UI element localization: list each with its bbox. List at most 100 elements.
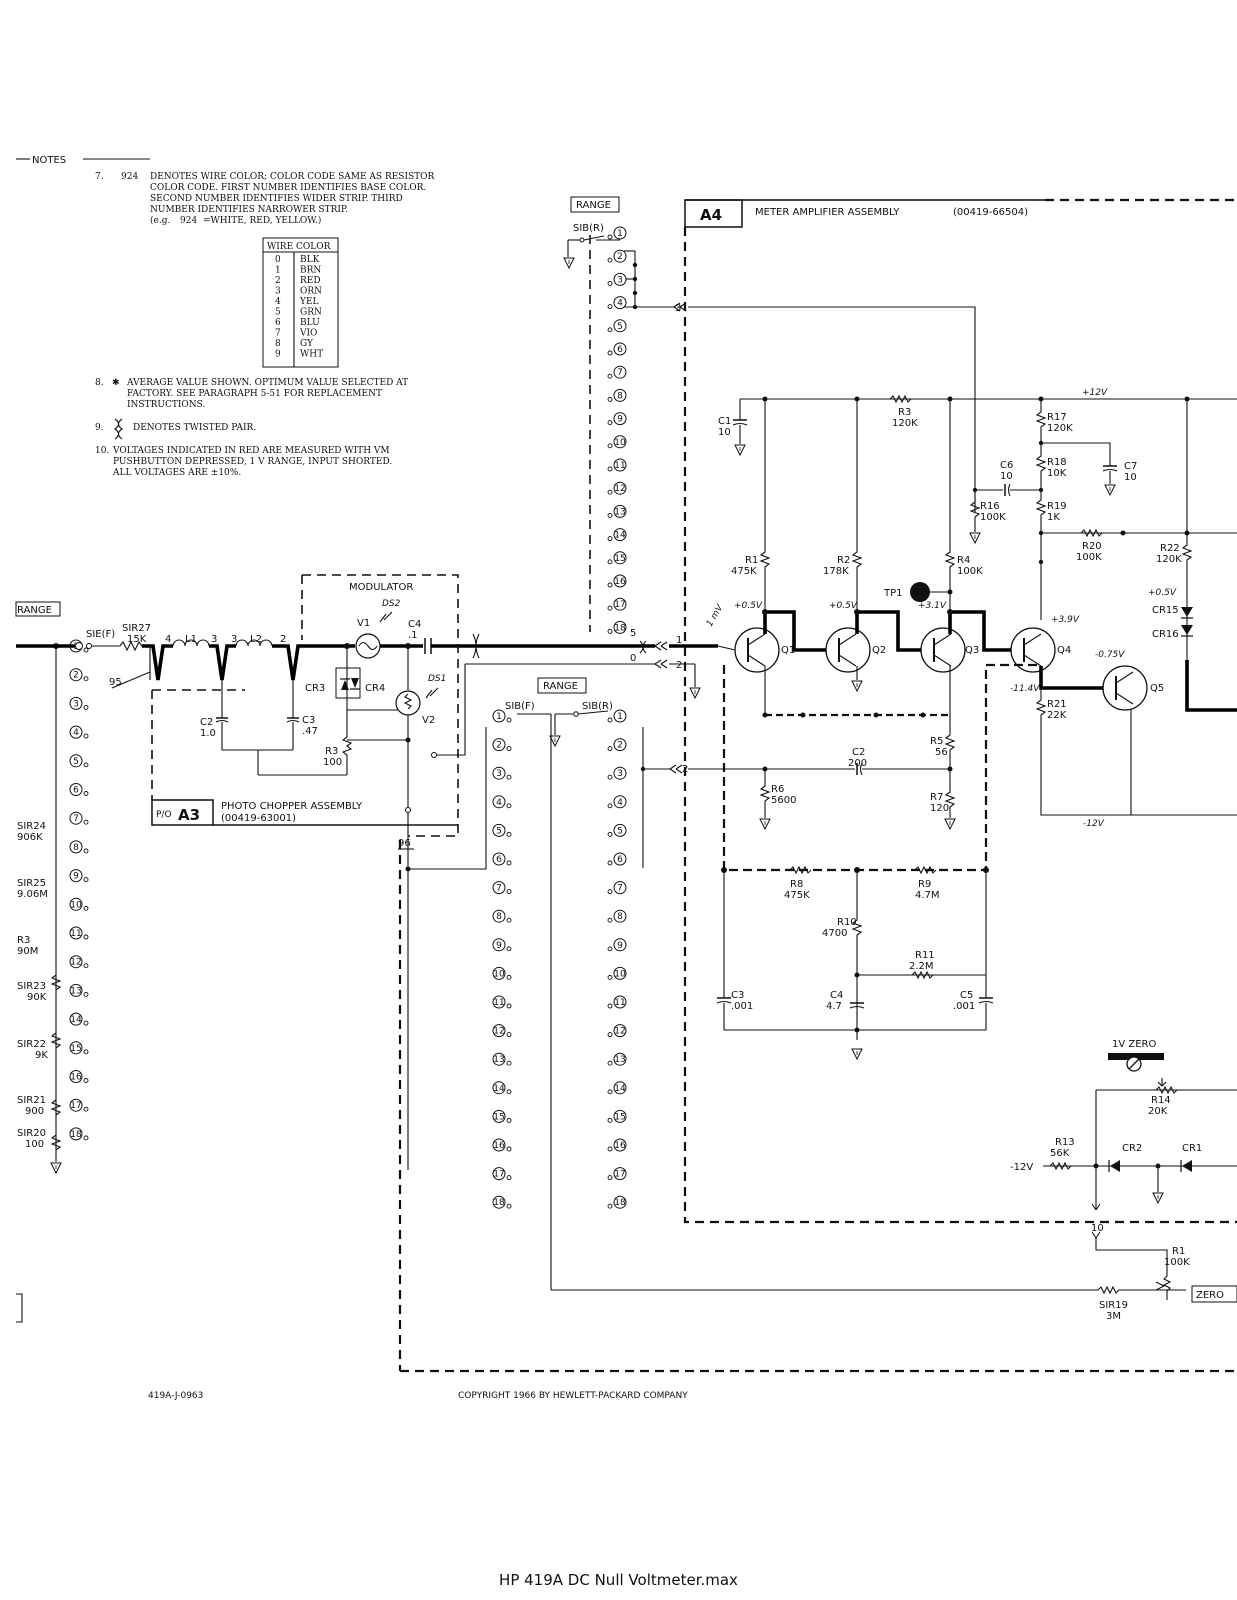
switch-pin: [69, 696, 83, 710]
switch-pin-number: 10: [614, 438, 626, 448]
switch-contact: [83, 791, 89, 796]
wire-color-name: BRN: [300, 266, 321, 276]
wire-color-name: BLK: [300, 255, 320, 265]
switch-contact: [607, 1089, 613, 1095]
svg-text:=WHITE, RED, YELLOW.): =WHITE, RED, YELLOW.): [203, 215, 321, 226]
switch-pin: [492, 738, 506, 752]
switch-contact: [607, 466, 613, 472]
wire-color-name: ORN: [300, 287, 322, 297]
wire-color-name: GRN: [300, 308, 322, 318]
wire-color-code: 8: [275, 339, 281, 349]
wire-color-code: 7: [275, 329, 281, 339]
svg-text:5600: 5600: [771, 795, 796, 806]
switch-contact: [83, 991, 89, 997]
switch-contact: [607, 746, 613, 752]
svg-text:R10: R10: [837, 917, 857, 928]
switch-pin-number: 13: [493, 1055, 504, 1065]
switch-contact: [506, 1032, 512, 1038]
svg-text:R8: R8: [790, 879, 803, 890]
switch-pin: [613, 1081, 627, 1095]
notes-heading: NOTES: [32, 155, 66, 166]
range-tag-top: RANGE: [576, 200, 611, 211]
switch-contact: [83, 762, 89, 768]
switch-contact: [506, 803, 512, 809]
wire-color-code: 2: [275, 276, 281, 286]
svg-text:R20: R20: [1082, 541, 1102, 552]
switch-contact: [83, 1106, 89, 1112]
switch-pin: [492, 938, 506, 952]
switch-contact: [83, 733, 89, 739]
svg-text:120K: 120K: [892, 418, 918, 429]
svg-text:1K: 1K: [1047, 512, 1060, 523]
svg-text:924: 924: [121, 172, 138, 182]
switch-pin-number: 14: [70, 1015, 82, 1025]
switch-contact: [607, 717, 613, 723]
switch-pin: [613, 938, 627, 952]
switch-pin: [613, 1024, 627, 1038]
switch-contact: [506, 889, 512, 895]
drawing-code: 419A-J-0963: [148, 1391, 203, 1401]
svg-text:Q2: Q2: [872, 645, 886, 656]
switch-contact: [607, 327, 613, 333]
svg-text:178K: 178K: [823, 566, 849, 577]
range-switch-top: RANGE SIB(R): [563, 196, 674, 310]
svg-text:475K: 475K: [731, 566, 757, 577]
svg-text:(00419-63001): (00419-63001): [221, 813, 296, 824]
switch-pin-number: 1: [617, 229, 623, 239]
switch-pin-number: 9: [617, 415, 623, 425]
switch-contact: [506, 774, 512, 780]
svg-text:-0.75V: -0.75V: [1095, 650, 1125, 660]
svg-text:C4: C4: [408, 619, 421, 630]
switch-pin: [613, 597, 627, 611]
switch-pin-number: 4: [617, 798, 623, 808]
switch-pin-number: 4: [496, 798, 502, 808]
svg-text:3: 3: [211, 634, 217, 645]
wire-color-code: 0: [275, 255, 281, 265]
switch-pin-number: 11: [614, 461, 625, 471]
switch-pin-number: 16: [493, 1141, 505, 1151]
switch-pin-number: 15: [614, 554, 625, 564]
switch-pin: [613, 319, 627, 333]
a4-id: A4: [700, 206, 722, 224]
switch-pin-number: 7: [496, 884, 502, 894]
svg-text:MODULATOR: MODULATOR: [349, 582, 413, 593]
switch-pin-number: 15: [493, 1112, 504, 1122]
svg-text:9.06M: 9.06M: [17, 889, 48, 900]
svg-text:10K: 10K: [1047, 468, 1067, 479]
switch-pin-number: 17: [614, 1170, 625, 1180]
svg-text:2.2M: 2.2M: [909, 961, 934, 972]
svg-text:C3: C3: [731, 990, 744, 1001]
switch-pin: [492, 1138, 506, 1152]
switch-pin: [69, 754, 83, 768]
svg-text:.47: .47: [302, 726, 318, 737]
wire-color-name: YEL: [299, 297, 319, 307]
svg-text:CR16: CR16: [1152, 629, 1179, 640]
switch-contact: [607, 774, 613, 780]
switch-contact: [607, 1175, 613, 1181]
switch-pin: [613, 388, 627, 402]
switch-pin-number: 2: [617, 741, 623, 751]
wire-color-table: WIRE COLOR: [262, 237, 339, 368]
switch-pin: [69, 840, 83, 854]
switch-pin: [492, 1024, 506, 1038]
switch-pin-number: 12: [614, 484, 625, 494]
switch-contact: [506, 917, 512, 923]
switch-contact: [83, 647, 89, 653]
switch-pin: [492, 1052, 506, 1066]
svg-text:L2: L2: [250, 634, 262, 645]
switch-contact: [607, 373, 613, 379]
switch-pin-number: 12: [614, 1027, 625, 1037]
svg-text:R9: R9: [918, 879, 931, 890]
svg-text:SIB(R): SIB(R): [582, 701, 613, 712]
switch-contact: [607, 489, 613, 495]
svg-text:SIR20: SIR20: [17, 1128, 46, 1139]
switch-pin: [69, 955, 83, 969]
svg-text:DENOTES TWISTED PAIR.: DENOTES TWISTED PAIR.: [133, 423, 256, 433]
svg-text:R3: R3: [898, 407, 911, 418]
switch-pin: [613, 435, 627, 449]
switch-pin: [69, 1041, 83, 1055]
switch-contact: [607, 889, 613, 895]
svg-text:+0.5V: +0.5V: [1148, 588, 1177, 598]
